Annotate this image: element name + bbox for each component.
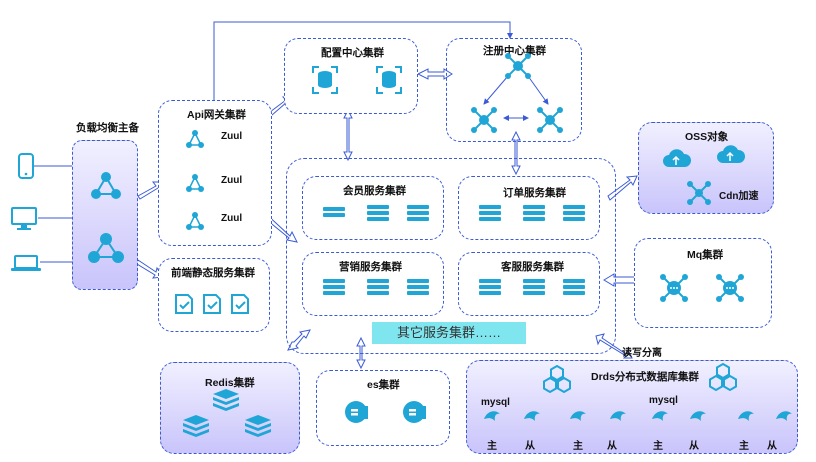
mq-node-icon	[660, 274, 688, 302]
mysql-label: mysql	[649, 395, 678, 406]
registry-center-box: 注册中心集群	[446, 38, 582, 142]
registry-node-icon	[537, 107, 563, 133]
redis-stack-icon	[183, 415, 209, 437]
zuul-icon	[186, 174, 204, 192]
master-label: 主	[487, 441, 497, 452]
mq-node-icon	[716, 274, 744, 302]
mysql-dolphin-icon	[738, 411, 754, 421]
static-frontend-box: 前端静态服务集群	[158, 258, 270, 332]
mysql-dolphin-icon	[484, 411, 500, 421]
cdn-label: Cdn加速	[719, 191, 759, 202]
mysql-dolphin-icon	[524, 411, 540, 421]
slave-label: 从	[525, 441, 535, 452]
other-services-label: 其它服务集群……	[372, 322, 526, 344]
slave-label: 从	[607, 441, 617, 452]
registry-center-title: 注册中心集群	[483, 45, 546, 57]
marketing-service-box: 营销服务集群	[302, 252, 444, 316]
server-icon	[367, 205, 389, 221]
mysql-dolphin-icon	[690, 411, 706, 421]
cloud-upload-icon	[663, 149, 691, 167]
oss-title: OSS对象	[685, 131, 729, 143]
server-icon	[407, 205, 429, 221]
support-service-title: 客服服务集群	[501, 261, 564, 273]
mysql-dolphin-icon	[570, 411, 586, 421]
server-icon	[367, 279, 389, 295]
static-file-icons	[175, 294, 249, 314]
load-balancer-box	[72, 140, 138, 290]
redis-title: Redis集群	[205, 377, 255, 389]
load-balancer-title: 负载均衡主备	[76, 122, 139, 134]
desktop-icon	[11, 207, 37, 230]
config-db-icon	[312, 66, 338, 94]
read-write-split-label: 读写分离	[622, 348, 662, 359]
static-frontend-title: 前端静态服务集群	[171, 267, 255, 279]
mysql-dolphin-icon	[652, 411, 668, 421]
master-label: 主	[739, 441, 749, 452]
es-box: es集群	[316, 370, 450, 446]
cdn-node-icon	[687, 181, 711, 205]
order-service-title: 订单服务集群	[503, 187, 566, 199]
master-label: 主	[653, 441, 663, 452]
mq-title: Mq集群	[687, 249, 724, 261]
zuul-label-3: Zuul	[221, 213, 243, 224]
server-icon	[479, 279, 501, 295]
services-container	[286, 158, 616, 354]
member-service-title: 会员服务集群	[343, 185, 406, 197]
redis-stack-icon	[213, 389, 239, 411]
server-icon	[323, 279, 345, 295]
member-service-box: 会员服务集群	[302, 176, 444, 240]
server-icon	[523, 205, 545, 221]
mq-box: Mq集群	[634, 238, 772, 328]
drds-title: Drds分布式数据库集群	[591, 371, 699, 383]
api-gateway-box: Api网关集群 Zuul Zuul Zuul	[158, 100, 272, 246]
server-icon	[323, 207, 345, 223]
server-icon	[563, 279, 585, 295]
es-title: es集群	[367, 379, 400, 391]
server-icon	[563, 205, 585, 221]
config-center-title: 配置中心集群	[321, 47, 384, 59]
config-db-icon	[376, 66, 402, 94]
drds-box: Drds分布式数据库集群 mysql mysql 主 从 主 从 主 从 主 从	[466, 360, 798, 454]
server-icon	[407, 279, 429, 295]
master-label: 主	[573, 441, 583, 452]
mysql-dolphin-icon	[776, 411, 792, 421]
lb-node-icon-2	[88, 233, 124, 263]
config-center-box: 配置中心集群	[284, 38, 418, 114]
oss-box: OSS对象 Cdn加速	[638, 122, 774, 214]
lb-node-icon	[91, 172, 121, 199]
laptop-icon	[11, 255, 41, 271]
slave-label: 从	[689, 441, 699, 452]
server-icon	[479, 205, 501, 221]
order-service-box: 订单服务集群	[458, 176, 600, 240]
elasticsearch-icon	[345, 401, 368, 423]
elasticsearch-icon	[403, 401, 426, 423]
cloud-upload-icon	[717, 145, 745, 163]
zuul-icon	[186, 130, 204, 148]
zuul-icon	[186, 212, 204, 230]
drds-hex-icon	[543, 365, 571, 393]
registry-node-icon	[471, 107, 497, 133]
redis-box: Redis集群	[160, 362, 300, 454]
redis-stack-icon	[245, 415, 271, 437]
mysql-dolphin-icon	[610, 411, 626, 421]
zuul-label-1: Zuul	[221, 131, 243, 142]
api-gateway-title: Api网关集群	[187, 109, 246, 121]
zuul-label-2: Zuul	[221, 175, 243, 186]
mysql-label: mysql	[481, 397, 510, 408]
marketing-service-title: 营销服务集群	[339, 261, 402, 273]
registry-node-icon	[505, 53, 531, 79]
server-icon	[523, 279, 545, 295]
slave-label: 从	[767, 441, 777, 452]
support-service-box: 客服服务集群	[458, 252, 600, 316]
drds-hex-icon	[709, 363, 737, 391]
phone-icon	[18, 153, 34, 179]
